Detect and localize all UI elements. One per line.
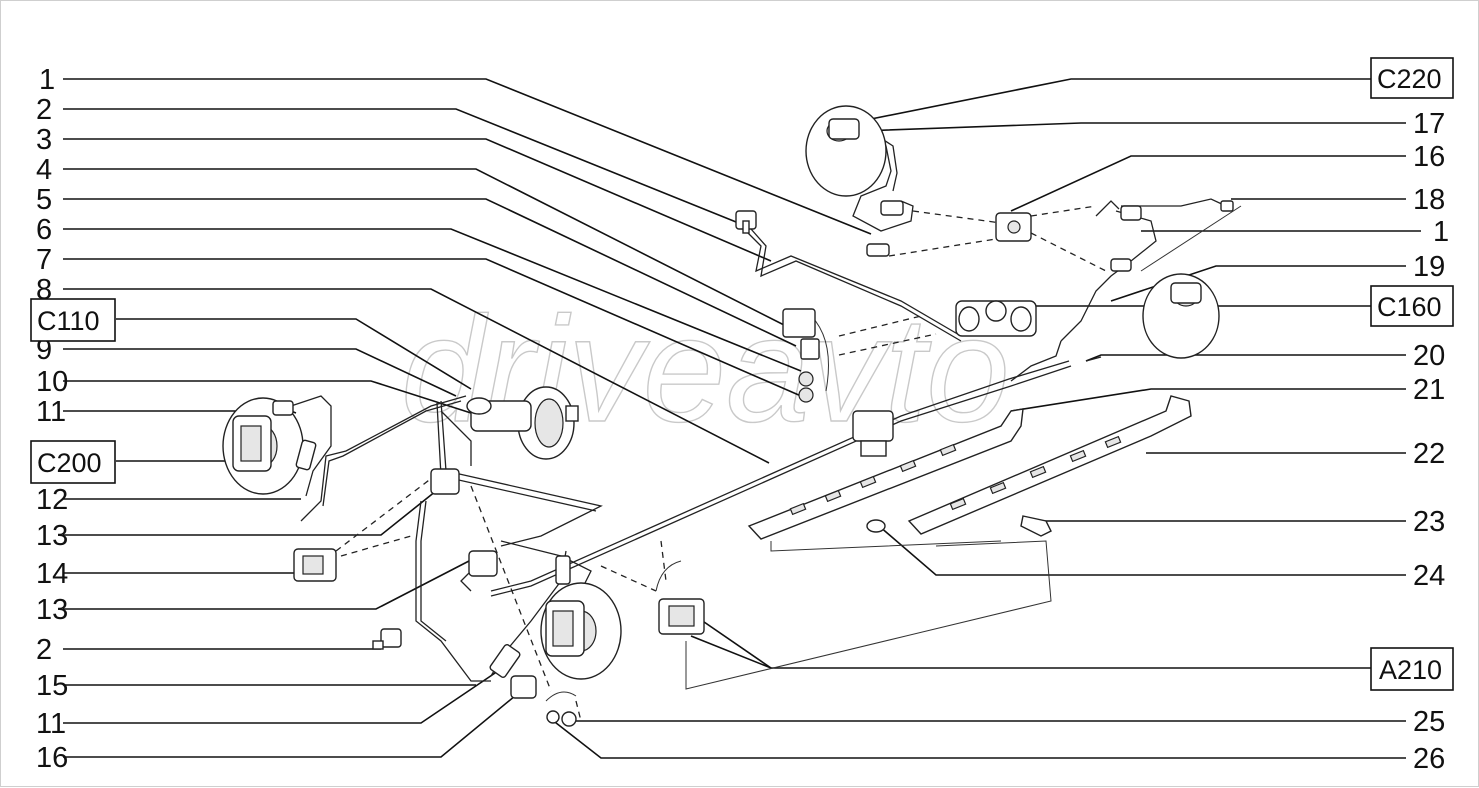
bracket-lower [510, 675, 537, 699]
right-rear-brake [1142, 273, 1220, 359]
code-c160: C160 [1377, 292, 1442, 322]
code-box-c220: C220 [1370, 57, 1454, 99]
brake-pipes [290, 128, 1227, 682]
code-a210: A210 [1379, 655, 1442, 685]
left-front-brake [222, 397, 304, 495]
callout-left-7: 7 [36, 244, 52, 276]
callout-left-8: 8 [36, 274, 52, 306]
code-c220: C220 [1377, 64, 1442, 94]
tank-strap-2 [907, 395, 1192, 535]
sensor-top [735, 210, 757, 234]
callout-right-21: 21 [1413, 374, 1445, 406]
tank-strap-1 [747, 408, 1024, 540]
tee-fitting-left [430, 468, 498, 577]
left-rear-brake [805, 105, 887, 197]
strap-clip [1020, 515, 1052, 537]
code-box-c200: C200 [30, 440, 116, 484]
callout-right-18: 18 [1413, 184, 1445, 216]
callout-right-1: 1 [1433, 216, 1449, 248]
code-box-c110: C110 [30, 298, 116, 342]
callout-left-6: 6 [36, 214, 52, 246]
callout-right-26: 26 [1413, 743, 1445, 775]
callout-left-2b: 2 [36, 634, 52, 666]
tee-fitting-top [995, 212, 1032, 242]
callout-left-15: 15 [36, 670, 68, 702]
callout-left-14: 14 [36, 558, 68, 590]
bushing-large [561, 711, 577, 727]
leader-lines [63, 78, 1421, 759]
pipe-holder [658, 598, 705, 635]
callout-left-4: 4 [36, 154, 52, 186]
right-front-brake [540, 582, 622, 680]
callout-left-2: 2 [36, 94, 52, 126]
callout-left-16: 16 [36, 742, 68, 774]
clip-bracket [852, 410, 894, 457]
callout-right-19: 19 [1413, 251, 1445, 283]
code-box-c160: C160 [1370, 285, 1454, 327]
callout-left-12: 12 [36, 484, 68, 516]
code-c110: C110 [37, 306, 100, 336]
callouts-right: 17 16 18 1 19 20 21 22 23 24 25 26 [1413, 108, 1449, 775]
callout-right-22: 22 [1413, 438, 1445, 470]
callout-left-13b: 13 [36, 594, 68, 626]
callout-left-11: 11 [36, 396, 66, 428]
reference-codes: C220 C160 C110 C200 A210 [30, 57, 1454, 691]
callout-right-20: 20 [1413, 340, 1445, 372]
callout-right-24: 24 [1413, 560, 1445, 592]
callout-right-17: 17 [1413, 108, 1445, 140]
assembly-guides [335, 205, 1242, 722]
callout-left-5: 5 [36, 184, 52, 216]
bracket-mid [782, 308, 820, 403]
pressure-regulator [955, 300, 1037, 337]
washer [866, 519, 886, 533]
brake-parts [222, 105, 1234, 727]
callout-left-3: 3 [36, 124, 52, 156]
code-c200: C200 [37, 448, 102, 478]
callout-left-11b: 11 [36, 708, 66, 740]
brake-booster [466, 386, 579, 460]
callout-left-1: 1 [39, 64, 55, 96]
bushing-small [546, 710, 560, 724]
callout-left-10: 10 [36, 366, 68, 398]
callout-right-16: 16 [1413, 141, 1445, 173]
sensor-lower [372, 628, 402, 650]
callout-left-9: 9 [36, 334, 52, 366]
callouts-left: 1 2 3 4 5 6 7 8 9 10 11 12 13 14 13 2 15… [36, 64, 68, 774]
code-box-a210: A210 [1370, 647, 1454, 691]
callout-left-13: 13 [36, 520, 68, 552]
bracket-left [293, 548, 337, 582]
callout-right-25: 25 [1413, 706, 1445, 738]
callout-right-23: 23 [1413, 506, 1445, 538]
